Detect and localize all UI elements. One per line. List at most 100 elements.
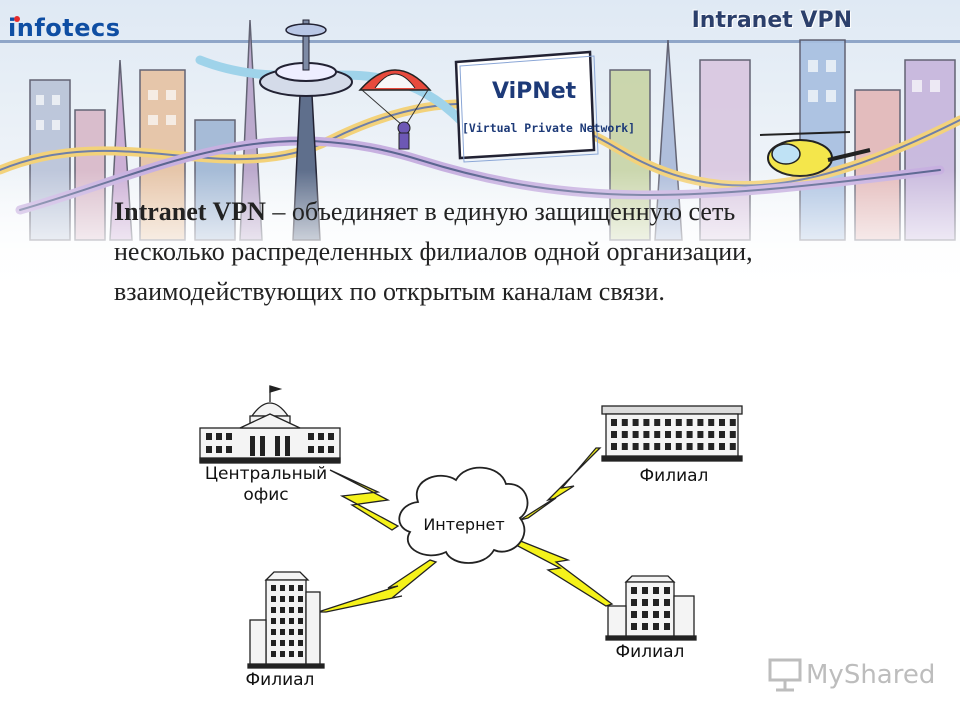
- presentation-board-icon: [768, 658, 802, 692]
- window: [280, 640, 285, 646]
- window: [719, 419, 725, 426]
- window: [729, 443, 736, 450]
- window: [289, 618, 294, 624]
- window: [675, 443, 682, 450]
- infotecs-logo: infotecs: [8, 14, 121, 42]
- window: [653, 623, 659, 630]
- window: [298, 585, 303, 591]
- window: [611, 431, 617, 438]
- window: [697, 443, 704, 450]
- window: [632, 431, 639, 438]
- window: [697, 419, 704, 426]
- window: [631, 599, 637, 606]
- window: [729, 419, 736, 426]
- window: [289, 607, 294, 613]
- window: [280, 596, 285, 602]
- window: [665, 443, 671, 450]
- central-office-label: Центральный офис: [196, 464, 336, 506]
- window: [686, 419, 693, 426]
- city-banner-illustration: ViPNet [Virtual Private Network]: [0, 0, 960, 300]
- window: [280, 618, 285, 624]
- window: [654, 431, 661, 438]
- slide-title: Intranet VPN: [691, 8, 852, 33]
- window: [654, 419, 661, 426]
- window: [719, 431, 725, 438]
- window: [621, 431, 628, 438]
- window: [298, 596, 303, 602]
- window: [632, 419, 639, 426]
- window: [642, 599, 648, 606]
- description-body: – объединяет в единую защищенную сеть не…: [114, 197, 753, 306]
- description-term: Intranet VPN: [114, 197, 266, 226]
- window: [643, 419, 650, 426]
- window: [271, 596, 276, 602]
- window: [643, 443, 650, 450]
- branch-bottom-left-label: Филиал: [245, 670, 315, 690]
- window: [271, 640, 276, 646]
- window: [665, 419, 671, 426]
- window: [654, 443, 661, 450]
- window: [664, 599, 670, 606]
- window: [271, 629, 276, 635]
- window: [280, 607, 285, 613]
- window: [665, 431, 671, 438]
- window: [298, 651, 303, 657]
- central-office-label-line2: офис: [243, 485, 289, 505]
- internet-cloud-icon: [398, 466, 529, 564]
- window: [289, 596, 294, 602]
- window: [611, 419, 617, 426]
- window: [653, 599, 659, 606]
- window: [289, 651, 294, 657]
- window: [643, 431, 650, 438]
- window: [289, 585, 294, 591]
- lightning-link-bottom-right: [512, 539, 614, 607]
- window: [675, 419, 682, 426]
- window: [708, 419, 715, 426]
- window: [653, 611, 659, 618]
- lightning-link-top-right: [519, 447, 602, 521]
- window: [697, 431, 704, 438]
- window: [729, 431, 736, 438]
- window: [642, 611, 648, 618]
- window: [271, 651, 276, 657]
- central-office-building-icon: [199, 385, 341, 464]
- window: [708, 431, 715, 438]
- window: [631, 611, 637, 618]
- window: [298, 640, 303, 646]
- window: [653, 587, 659, 594]
- window: [664, 611, 670, 618]
- watermark-text: MyShared: [806, 660, 936, 690]
- window: [686, 443, 693, 450]
- window: [621, 419, 628, 426]
- window: [298, 629, 303, 635]
- vipnet-billboard: ViPNet [Virtual Private Network]: [454, 50, 635, 163]
- window: [719, 443, 725, 450]
- helicopter-illustration: [759, 131, 871, 177]
- central-office-label-line1: Центральный: [204, 464, 328, 484]
- logo-accent-dot: [14, 16, 20, 22]
- window: [298, 607, 303, 613]
- branch-building-bottom-right-icon: [605, 575, 697, 641]
- window: [686, 431, 693, 438]
- window: [621, 443, 628, 450]
- window: [664, 587, 670, 594]
- branch-building-top-right-icon: [601, 405, 743, 462]
- branch-building-bottom-left-icon: [247, 571, 325, 669]
- window: [631, 587, 637, 594]
- window: [708, 443, 715, 450]
- window: [664, 623, 670, 630]
- window: [631, 623, 637, 630]
- window: [611, 443, 617, 450]
- window: [289, 629, 294, 635]
- lightning-link-bottom-left: [317, 559, 438, 613]
- lightning-link-central: [329, 469, 400, 531]
- window: [280, 585, 285, 591]
- window: [271, 585, 276, 591]
- billboard-logo: ViPNet: [492, 79, 577, 104]
- window: [675, 431, 682, 438]
- branch-bottom-right-label: Филиал: [615, 642, 685, 662]
- billboard-subtitle: [Virtual Private Network]: [462, 121, 635, 135]
- window: [271, 618, 276, 624]
